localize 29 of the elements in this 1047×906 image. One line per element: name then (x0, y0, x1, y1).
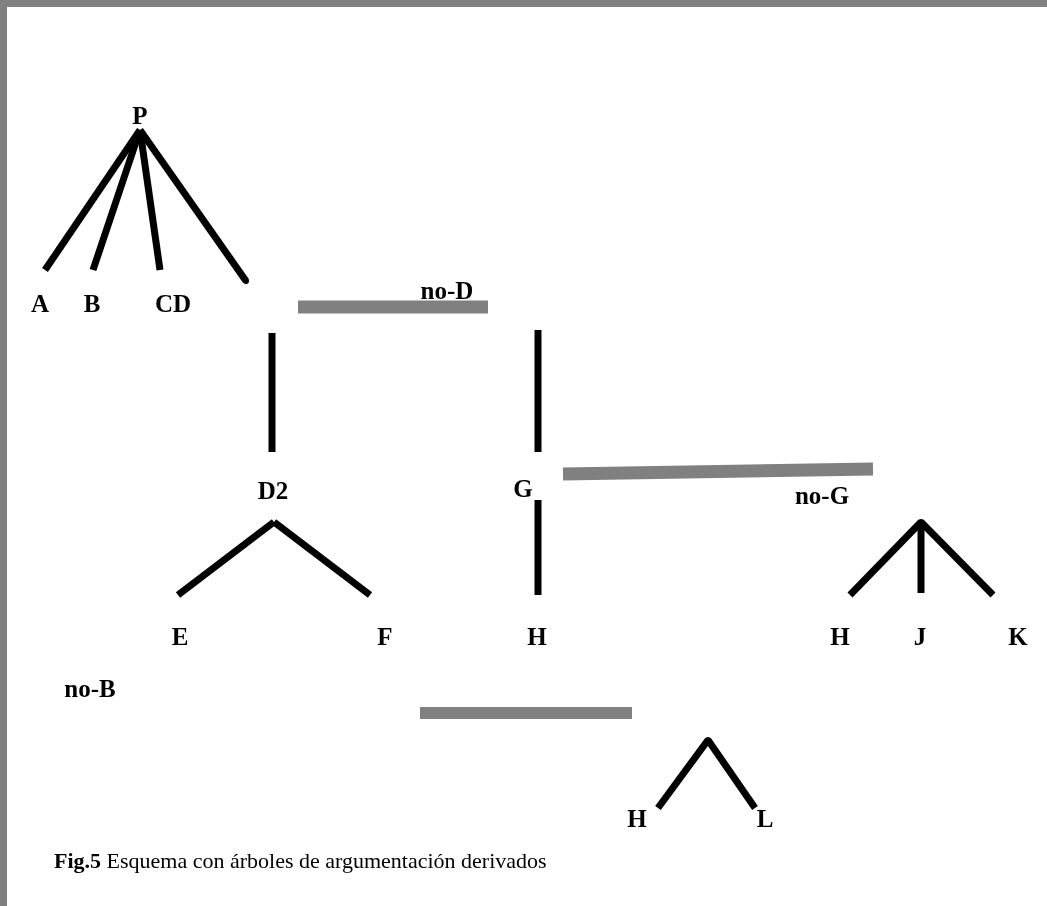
node-label: no-B (64, 675, 116, 701)
tree-line (655, 737, 711, 811)
node-label: D2 (257, 477, 289, 503)
branch-point (918, 519, 924, 525)
tree-line (136, 129, 164, 271)
node-label: no-D (420, 277, 474, 303)
branch-point (243, 278, 249, 284)
node-label: E (171, 623, 189, 649)
figure-caption: Fig.5 Esquema con árboles de argumentación derivados (54, 848, 547, 874)
node-label: K (1008, 623, 1028, 649)
node-label: no-G (794, 482, 850, 508)
node-label: H (527, 623, 547, 649)
node-label: B (83, 290, 101, 316)
node-label: P (132, 102, 148, 128)
attack-bar (562, 462, 874, 481)
tree-line (137, 128, 249, 283)
node-label: H (830, 623, 850, 649)
node-label: G (513, 475, 533, 501)
node-label: CD (154, 290, 192, 316)
tree-line (271, 519, 373, 598)
node-label: F (377, 623, 393, 649)
node-label: A (30, 290, 50, 316)
tree-line (175, 519, 277, 598)
node-label: H (627, 805, 647, 831)
branch-point (705, 737, 711, 743)
attack-bar (298, 300, 488, 314)
node-label: J (913, 623, 927, 649)
tree-line (705, 738, 758, 810)
node-label: L (756, 805, 774, 831)
